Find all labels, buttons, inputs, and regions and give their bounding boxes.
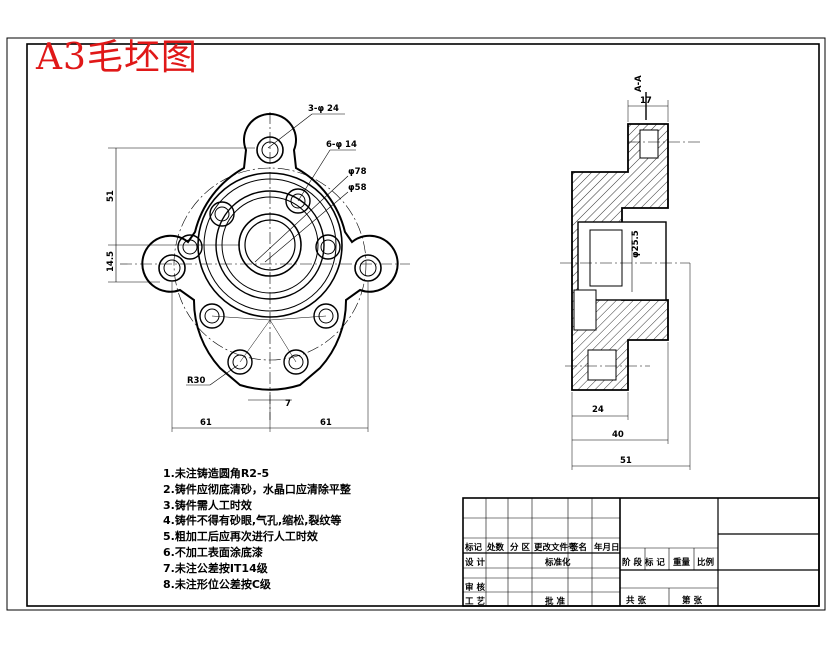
note-1: 1.未注铸造圆角R2-5 — [163, 467, 270, 480]
dim-d78: φ78 — [348, 167, 367, 177]
note-4: 4.铸件不得有砂眼,气孔,缩松,裂纹等 — [163, 514, 342, 528]
svg-text:设 计: 设 计 — [465, 557, 485, 568]
section-view — [560, 92, 700, 470]
note-2: 2.铸件应彻底清砂，水晶口应清除平整 — [163, 482, 351, 496]
svg-text:签名: 签名 — [569, 542, 587, 553]
dim-d58: φ58 — [348, 183, 367, 193]
section-view-dims: A-A 17 φ25.5 24 40 51 — [592, 75, 652, 466]
lug-hole-right — [354, 254, 382, 282]
sheet-title: A3毛坯图 — [36, 37, 198, 78]
front-view — [108, 112, 410, 432]
svg-text:重量: 重量 — [673, 557, 691, 568]
dim-holes-3: 3-φ 24 — [308, 104, 339, 114]
technical-notes: 1.未注铸造圆角R2-5 2.铸件应彻底清砂，水晶口应清除平整 3.铸件需人工时… — [163, 466, 351, 592]
dim-51-vertical: 51 — [106, 190, 116, 202]
svg-text:分 区: 分 区 — [510, 542, 530, 553]
note-5: 5.粗加工后应再次进行人工时效 — [163, 530, 318, 544]
dim-r30: R30 — [187, 376, 205, 386]
note-6: 6.不加工表面涂底漆 — [163, 545, 263, 559]
svg-text:共 张: 共 张 — [626, 595, 646, 606]
section-label: A-A — [634, 75, 644, 92]
svg-text:批 准: 批 准 — [545, 596, 565, 607]
svg-text:第 张: 第 张 — [682, 595, 702, 606]
front-view-dims: 3-φ 24 6-φ 14 φ78 φ58 R30 7 51 14.5 61 6… — [106, 104, 367, 428]
note-3: 3.铸件需人工时效 — [163, 498, 252, 512]
dim-61-right: 61 — [320, 418, 332, 428]
note-8: 8.未注形位公差按C级 — [163, 577, 271, 591]
dim-14-5: 14.5 — [106, 251, 116, 272]
dim-40: 40 — [612, 430, 624, 440]
dim-51: 51 — [620, 456, 632, 466]
svg-text:标准化: 标准化 — [544, 557, 571, 568]
inner-border — [26, 43, 820, 607]
dim-holes-6: 6-φ 14 — [326, 140, 357, 150]
svg-text:处数: 处数 — [486, 542, 505, 553]
title-block — [462, 497, 820, 607]
lug-hole-top — [256, 136, 284, 164]
svg-text:工 艺: 工 艺 — [465, 596, 485, 607]
svg-text:审 核: 审 核 — [465, 582, 485, 593]
dim-61-left: 61 — [200, 418, 212, 428]
dim-d25-5: φ25.5 — [631, 230, 641, 258]
svg-text:阶 段 标 记: 阶 段 标 记 — [622, 557, 665, 568]
svg-text:更改文件号: 更改文件号 — [534, 542, 577, 553]
dim-17: 17 — [640, 96, 652, 106]
outer-border — [6, 37, 826, 611]
title-block-text: 标记 处数 分 区 更改文件号 签名 年月日 设 计 标准化 审 核 工 艺 批… — [464, 542, 715, 607]
lug-hole-left — [158, 254, 186, 282]
svg-text:年月日: 年月日 — [594, 542, 620, 553]
svg-text:标记: 标记 — [464, 542, 483, 553]
note-7: 7.未注公差按IT14级 — [163, 561, 268, 575]
dim-7: 7 — [285, 399, 291, 409]
dim-24: 24 — [592, 405, 604, 415]
svg-text:比例: 比例 — [697, 557, 715, 568]
